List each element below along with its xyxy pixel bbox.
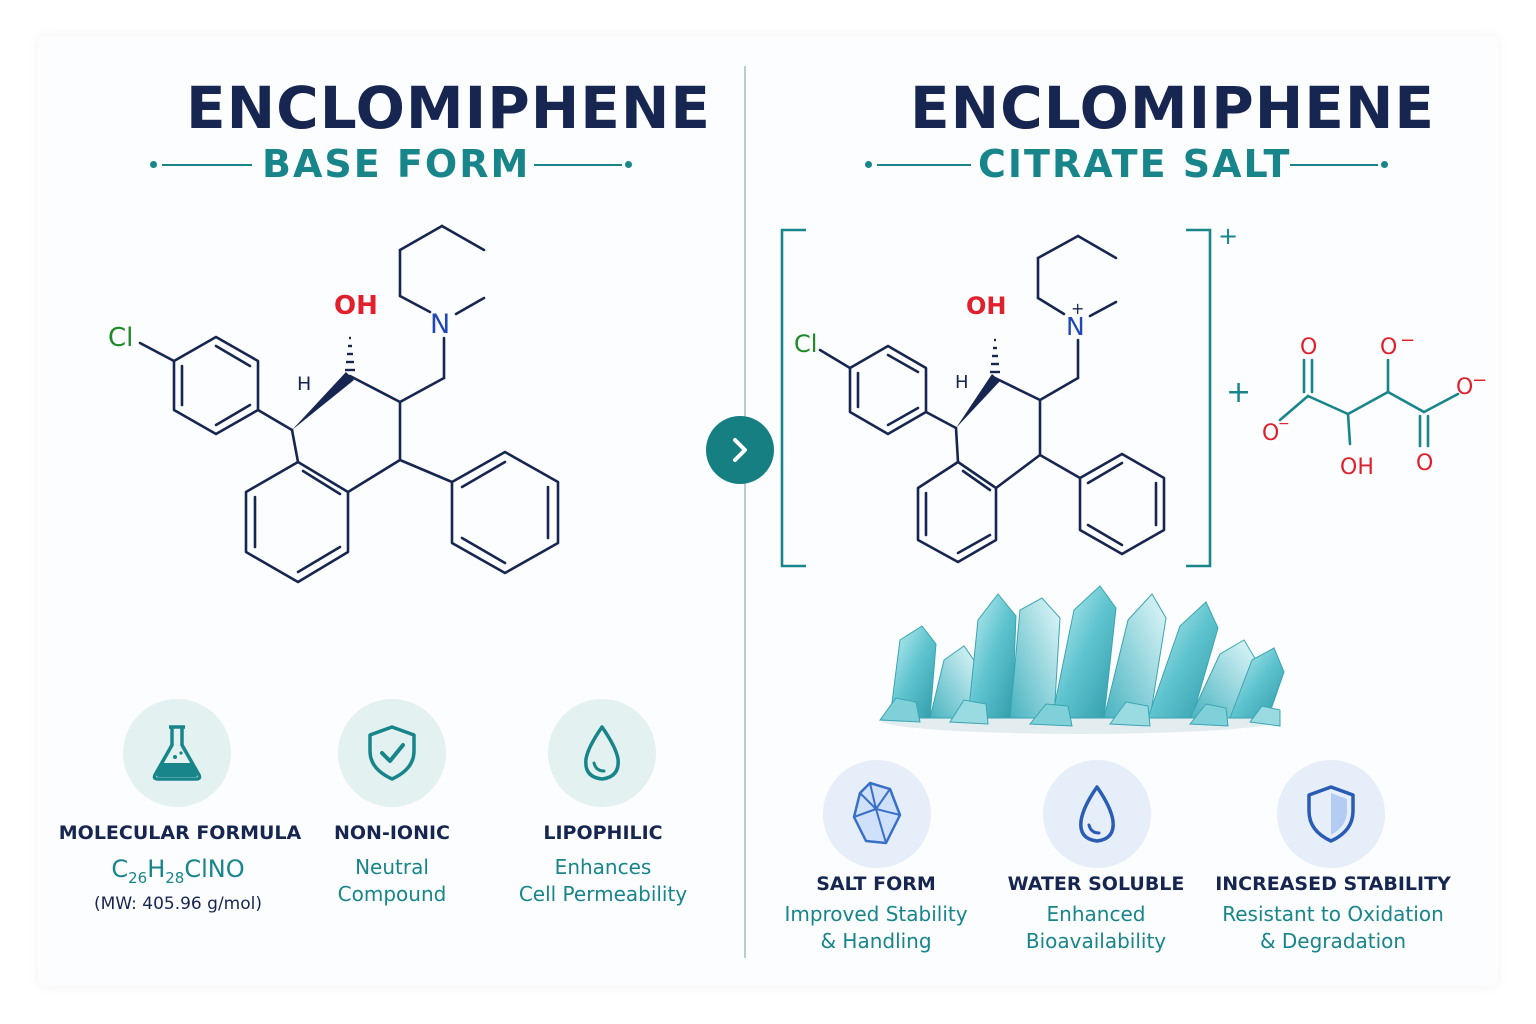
bracket-charge-label: +: [1218, 222, 1238, 250]
chlorine-label: Cl: [108, 323, 133, 353]
enclomiphene-citrate-structure: Cl OH H N + + + O O − O − O − OH O: [780, 222, 1487, 568]
lipophilic-title: LIPOPHILIC: [543, 822, 663, 844]
citrate-charge-left: −: [1278, 416, 1290, 432]
infographic-card: [38, 36, 1498, 986]
citrate-oxygen-top-right: O: [1380, 335, 1397, 360]
lipophilic-line2: Cell Permeability: [518, 882, 688, 906]
water-soluble-title: WATER SOLUBLE: [1007, 873, 1185, 895]
citrate-hydroxyl-label: OH: [1340, 455, 1374, 480]
hydroxyl-label: OH: [334, 291, 378, 321]
non-ionic-icon-badge: [338, 699, 446, 807]
increased-stability-icon-badge: [1277, 760, 1385, 868]
citrate-side-chlorine-label: Cl: [794, 330, 817, 358]
increased-stability-line1: Resistant to Oxidation: [1222, 902, 1444, 926]
right-subtitle: CITRATE SALT: [978, 142, 1292, 186]
salt-form-line1: Improved Stability: [784, 902, 968, 926]
right-deco-dot-right: [1381, 161, 1388, 168]
flask-icon: [152, 725, 202, 781]
citrate-charge-right: −: [1472, 370, 1487, 391]
left-subtitle: BASE FORM: [262, 142, 531, 186]
left-deco-dot-left: [150, 161, 157, 168]
citrate-oxygen-left: O: [1262, 421, 1279, 446]
lipophilic-line1: Enhances: [554, 855, 652, 879]
increased-stability-title: INCREASED STABILITY: [1215, 873, 1451, 895]
ammonium-charge-label: +: [1071, 299, 1084, 318]
hydrogen-label: H: [297, 373, 311, 395]
enclomiphene-base-structure: Cl OH H N: [108, 224, 560, 584]
left-deco-line-left: [162, 164, 252, 166]
citrate-oxygen-top-left: O: [1300, 335, 1317, 360]
water-soluble-icon-badge: [1043, 760, 1151, 868]
shield-check-icon: [368, 725, 416, 781]
water-soluble-line2: Bioavailability: [1025, 929, 1167, 953]
citrate-side-hydrogen-label: H: [955, 372, 969, 393]
salt-plus-sign: +: [1226, 375, 1251, 410]
crystal-icon: [852, 781, 902, 845]
molecular-formula-icon-badge: [123, 699, 231, 807]
citrate-side-hydroxyl-label: OH: [966, 292, 1007, 320]
right-deco-line-right: [1290, 164, 1378, 166]
left-deco-dot-right: [625, 161, 632, 168]
water-drop-icon: [1079, 785, 1115, 843]
citrate-charge-top-right: −: [1400, 330, 1415, 351]
citrate-oxygen-bottom: O: [1416, 451, 1433, 476]
salt-form-line2: & Handling: [820, 929, 932, 953]
citrate-oxygen-right: O: [1456, 375, 1473, 400]
droplet-icon: [584, 725, 620, 781]
increased-stability-line2: & Degradation: [1259, 929, 1407, 953]
non-ionic-line1: Neutral: [355, 855, 429, 879]
molecular-weight: (MW: 405.96 g/mol): [94, 894, 262, 914]
non-ionic-line2: Compound: [337, 882, 447, 906]
citrate-crystal-illustration: [879, 585, 1285, 734]
salt-form-title: SALT FORM: [816, 873, 936, 895]
left-deco-line-right: [534, 164, 622, 166]
nitrogen-label: N: [430, 309, 450, 340]
ammonium-nitrogen-label: N: [1066, 312, 1085, 341]
next-arrow-button[interactable]: [706, 416, 774, 484]
right-deco-line-left: [877, 164, 971, 166]
lipophilic-icon-badge: [548, 699, 656, 807]
salt-form-icon-badge: [823, 760, 931, 868]
molecular-formula-title: MOLECULAR FORMULA: [58, 822, 302, 844]
chevron-right-icon: [733, 438, 747, 462]
right-deco-dot-left: [865, 161, 872, 168]
molecular-formula-value: C26H28ClNO: [111, 855, 245, 887]
non-ionic-title: NON-IONIC: [334, 822, 450, 844]
center-divider: [744, 66, 746, 958]
shield-icon: [1307, 785, 1355, 843]
water-soluble-line1: Enhanced: [1046, 902, 1146, 926]
